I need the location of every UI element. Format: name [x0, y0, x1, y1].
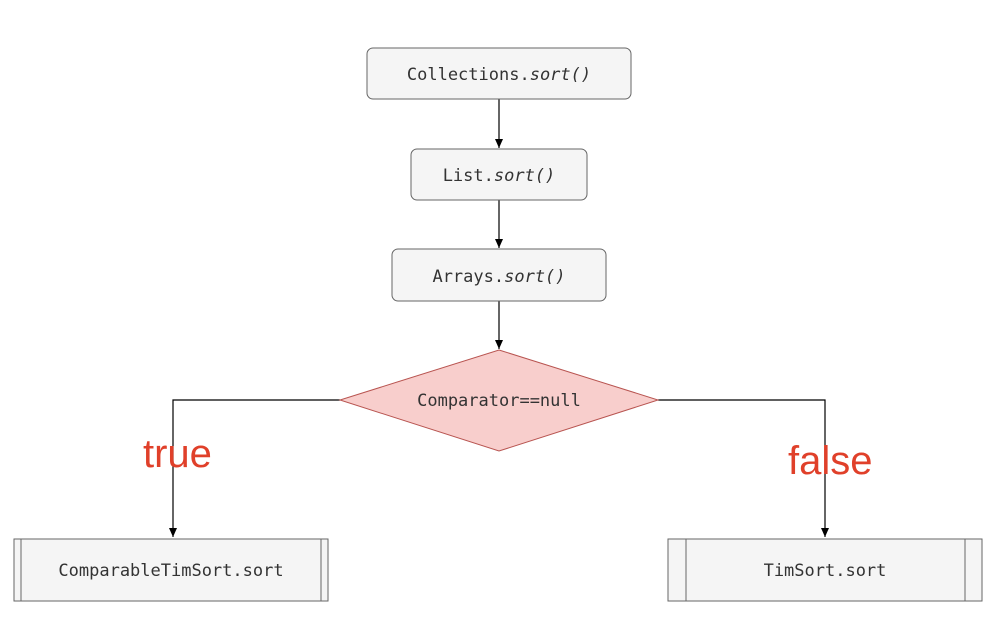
timsort-label: TimSort.sort	[764, 561, 887, 581]
svg-text:Arrays.sort(): Arrays.sort()	[432, 267, 565, 287]
node-collections-sort: Collections.sort()	[366, 47, 632, 100]
collections-sort-prefix: Collections.	[407, 65, 530, 85]
decision-label: Comparator==null	[417, 391, 581, 411]
edge-decision-false	[658, 399, 829, 537]
svg-text:Collections.sort(): Collections.sort()	[407, 65, 591, 85]
arrays-sort-prefix: Arrays.	[432, 267, 504, 287]
list-sort-method: sort()	[494, 166, 555, 186]
comparable-timsort-label: ComparableTimSort.sort	[58, 561, 283, 581]
edge-decision-true	[169, 399, 340, 537]
node-timsort: TimSort.sort	[667, 538, 983, 602]
node-decision-comparator: Comparator==null	[338, 349, 660, 452]
node-comparable-timsort: ComparableTimSort.sort	[13, 538, 329, 602]
branch-label-true: true	[143, 432, 212, 476]
arrays-sort-method: sort()	[504, 267, 565, 287]
list-sort-prefix: List.	[443, 166, 494, 186]
collections-sort-method: sort()	[530, 65, 591, 85]
node-arrays-sort: Arrays.sort()	[391, 248, 607, 302]
node-list-sort: List.sort()	[410, 148, 588, 201]
svg-text:List.sort(): List.sort()	[443, 166, 556, 186]
branch-label-false: false	[788, 439, 873, 483]
